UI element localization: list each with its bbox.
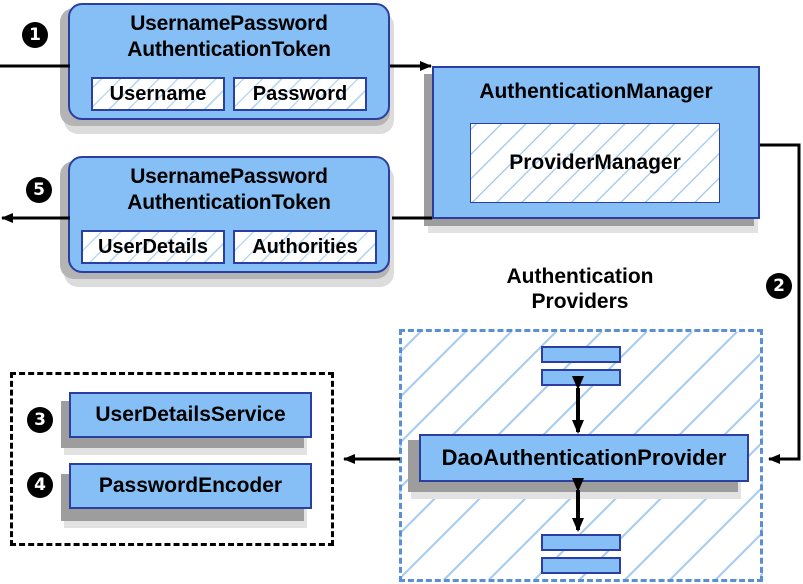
step-badge-3: 3 bbox=[27, 407, 53, 433]
userdetails-service-label: UserDetailsService bbox=[95, 403, 286, 426]
authentication-providers-title: Authentication Providers bbox=[460, 264, 700, 314]
field-username[interactable]: Username bbox=[91, 77, 225, 111]
request-token-fields: Username Password bbox=[70, 77, 388, 111]
manager-to-provider-path bbox=[760, 143, 801, 464]
field-password[interactable]: Password bbox=[233, 77, 367, 111]
password-encoder-label: PasswordEncoder bbox=[98, 474, 283, 497]
authentication-manager-title: AuthenticationManager bbox=[479, 80, 713, 103]
request-token-title-line2: AuthenticationToken bbox=[127, 38, 331, 61]
dao-authentication-provider-box[interactable]: DaoAuthenticationProvider bbox=[419, 434, 749, 482]
response-token-box[interactable]: UsernamePassword AuthenticationToken Use… bbox=[68, 156, 390, 273]
password-encoder-box[interactable]: PasswordEncoder bbox=[69, 463, 312, 509]
other-provider-bar-bottom-1[interactable] bbox=[541, 534, 621, 551]
step-badge-5: 5 bbox=[26, 177, 52, 203]
request-token-title-line1: UsernamePassword bbox=[130, 12, 328, 35]
field-authorities-label: Authorities bbox=[252, 236, 358, 258]
authentication-providers-title-line2: Providers bbox=[531, 290, 629, 313]
response-token-title-line2: AuthenticationToken bbox=[127, 191, 331, 214]
field-username-label: Username bbox=[109, 83, 207, 105]
response-token-fields: UserDetails Authorities bbox=[70, 230, 388, 264]
response-token-title-line1: UsernamePassword bbox=[130, 165, 328, 188]
request-token-title: UsernamePassword AuthenticationToken bbox=[70, 5, 388, 63]
field-authorities[interactable]: Authorities bbox=[233, 230, 377, 264]
other-provider-bar-top-2[interactable] bbox=[541, 369, 621, 386]
userdetails-service-box[interactable]: UserDetailsService bbox=[69, 392, 312, 438]
field-userdetails[interactable]: UserDetails bbox=[81, 230, 225, 264]
authentication-providers-title-line1: Authentication bbox=[506, 265, 654, 288]
step-badge-2: 2 bbox=[766, 273, 792, 299]
step-badge-4: 4 bbox=[27, 472, 53, 498]
response-token-title: UsernamePassword AuthenticationToken bbox=[70, 158, 388, 216]
field-password-label: Password bbox=[252, 83, 348, 105]
other-provider-bar-bottom-2[interactable] bbox=[541, 557, 621, 574]
other-provider-bar-top-1[interactable] bbox=[541, 346, 621, 363]
dao-authentication-provider-label: DaoAuthenticationProvider bbox=[441, 445, 727, 470]
authentication-manager-box[interactable]: AuthenticationManager ProviderManager bbox=[432, 66, 760, 219]
provider-manager-label: ProviderManager bbox=[509, 151, 681, 174]
field-userdetails-label: UserDetails bbox=[97, 236, 209, 258]
request-token-box[interactable]: UsernamePassword AuthenticationToken Use… bbox=[68, 3, 390, 120]
provider-manager-box[interactable]: ProviderManager bbox=[470, 123, 720, 203]
step-badge-1: 1 bbox=[22, 22, 48, 48]
